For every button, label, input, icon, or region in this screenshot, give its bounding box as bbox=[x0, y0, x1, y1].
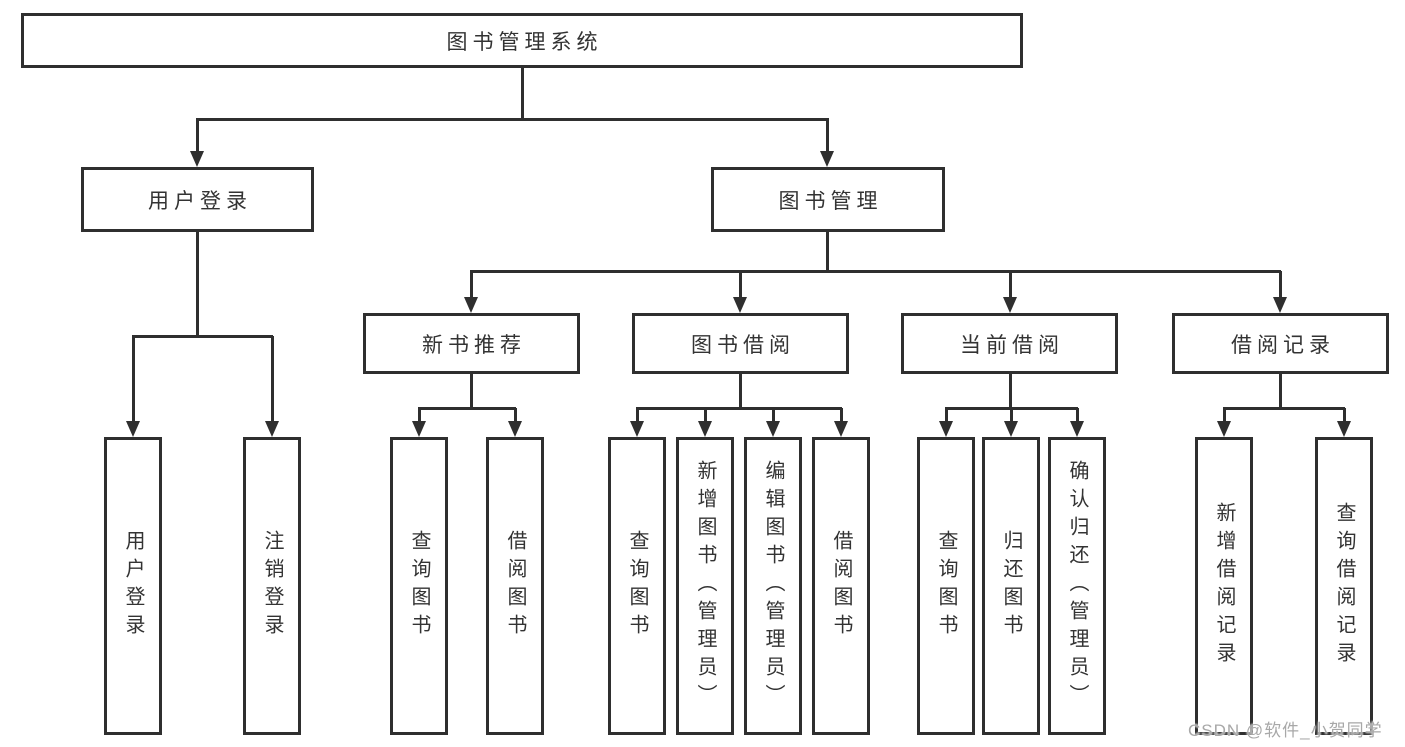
node-bb-query-book-label: 查询图书 bbox=[626, 530, 648, 642]
connector-stem-bb-query bbox=[636, 408, 639, 431]
node-nbr-borrow-book-label: 借阅图书 bbox=[504, 530, 526, 642]
arrow-into-cb-confirm-icon bbox=[1070, 421, 1084, 437]
connector-book-borrow-split bbox=[636, 407, 842, 410]
node-br-query-record-label: 查询借阅记录 bbox=[1333, 502, 1355, 670]
connector-user-login-stem bbox=[196, 232, 199, 336]
arrow-into-user-login-icon bbox=[190, 151, 204, 167]
node-bb-edit-book: 编辑图书（管理员） bbox=[744, 437, 802, 735]
connector-stem-book-mgmt bbox=[826, 119, 829, 161]
csdn-watermark: CSDN @软件_小贺同学 bbox=[1188, 721, 1383, 740]
connector-stem-bb-edit bbox=[772, 408, 775, 431]
node-bb-edit-book-label: 编辑图书（管理员） bbox=[762, 460, 784, 712]
connector-stem-current-borrow bbox=[1009, 271, 1012, 307]
node-bb-borrow-book: 借阅图书 bbox=[812, 437, 870, 735]
node-bb-add-book-label: 新增图书（管理员） bbox=[694, 460, 716, 712]
node-book-borrow: 图书借阅 bbox=[632, 313, 849, 374]
connector-stem-bb-add bbox=[704, 408, 707, 431]
node-cb-return-book: 归还图书 bbox=[982, 437, 1040, 735]
node-book-borrow-label: 图书借阅 bbox=[691, 333, 795, 357]
connector-user-login-split bbox=[132, 335, 273, 338]
connector-new-book-rec-stem bbox=[470, 374, 473, 408]
arrow-into-ul-login-icon bbox=[126, 421, 140, 437]
node-new-book-rec: 新书推荐 bbox=[363, 313, 580, 374]
node-cb-confirm-return-label: 确认归还（管理员） bbox=[1066, 460, 1088, 712]
arrow-into-bb-edit-icon bbox=[766, 421, 780, 437]
arrow-into-cb-query-icon bbox=[939, 421, 953, 437]
arrow-into-borrow-records-icon bbox=[1273, 297, 1287, 313]
node-nbr-borrow-book: 借阅图书 bbox=[486, 437, 544, 735]
node-user-login: 用户登录 bbox=[81, 167, 314, 232]
connector-stem-borrow-records bbox=[1279, 271, 1282, 307]
connector-new-book-rec-split bbox=[418, 407, 516, 410]
connector-borrow-records-split bbox=[1223, 407, 1345, 410]
node-ul-login: 用户登录 bbox=[104, 437, 162, 735]
node-ul-logout-label: 注销登录 bbox=[261, 530, 283, 642]
connector-stem-cb-return bbox=[1010, 408, 1013, 431]
arrow-into-bb-add-icon bbox=[698, 421, 712, 437]
arrow-into-ul-logout-icon bbox=[265, 421, 279, 437]
node-book-mgmt: 图书管理 bbox=[711, 167, 945, 232]
node-nbr-query-book: 查询图书 bbox=[390, 437, 448, 735]
connector-book-mgmt-stem bbox=[826, 232, 829, 271]
node-book-mgmt-label: 图书管理 bbox=[778, 189, 883, 213]
connector-stem-cb-query bbox=[945, 408, 948, 431]
connector-book-mgmt-split bbox=[470, 270, 1281, 273]
node-cb-confirm-return: 确认归还（管理员） bbox=[1048, 437, 1106, 735]
arrow-into-bb-borrow-icon bbox=[834, 421, 848, 437]
connector-borrow-records-stem bbox=[1279, 374, 1282, 408]
connector-root-split bbox=[196, 118, 829, 121]
arrow-into-book-borrow-icon bbox=[733, 297, 747, 313]
node-bb-borrow-book-label: 借阅图书 bbox=[830, 530, 852, 642]
node-br-query-record: 查询借阅记录 bbox=[1315, 437, 1373, 735]
connector-stem-ul-logout bbox=[271, 336, 274, 431]
arrow-into-current-borrow-icon bbox=[1003, 297, 1017, 313]
connector-stem-bb-borrow bbox=[840, 408, 843, 431]
arrow-into-cb-return-icon bbox=[1004, 421, 1018, 437]
node-nbr-query-book-label: 查询图书 bbox=[408, 530, 430, 642]
connector-stem-user-login bbox=[196, 119, 199, 161]
connector-stem-nbr-borrow bbox=[514, 408, 517, 431]
node-user-login-label: 用户登录 bbox=[148, 189, 252, 213]
node-ul-login-label: 用户登录 bbox=[122, 530, 144, 642]
connector-current-borrow-stem bbox=[1009, 374, 1012, 408]
arrow-into-nbr-borrow-icon bbox=[508, 421, 522, 437]
arrow-into-new-book-rec-icon bbox=[464, 297, 478, 313]
node-root-label: 图书管理系统 bbox=[446, 30, 603, 54]
node-current-borrow: 当前借阅 bbox=[901, 313, 1118, 374]
node-bb-query-book: 查询图书 bbox=[608, 437, 666, 735]
node-cb-return-book-label: 归还图书 bbox=[1000, 530, 1022, 642]
arrow-into-book-mgmt-icon bbox=[820, 151, 834, 167]
node-borrow-records: 借阅记录 bbox=[1172, 313, 1389, 374]
node-current-borrow-label: 当前借阅 bbox=[960, 333, 1064, 357]
node-br-add-record: 新增借阅记录 bbox=[1195, 437, 1253, 735]
node-borrow-records-label: 借阅记录 bbox=[1231, 333, 1335, 357]
node-cb-query-book: 查询图书 bbox=[917, 437, 975, 735]
node-bb-add-book: 新增图书（管理员） bbox=[676, 437, 734, 735]
arrow-into-bb-query-icon bbox=[630, 421, 644, 437]
connector-stem-ul-login bbox=[132, 336, 135, 431]
connector-stem-new-book-rec bbox=[470, 271, 473, 307]
connector-stem-br-query bbox=[1343, 408, 1346, 431]
arrow-into-nbr-query-icon bbox=[412, 421, 426, 437]
node-new-book-rec-label: 新书推荐 bbox=[422, 333, 526, 357]
arrow-into-br-query-icon bbox=[1337, 421, 1351, 437]
node-br-add-record-label: 新增借阅记录 bbox=[1213, 502, 1235, 670]
connector-root-stem bbox=[521, 68, 524, 119]
connector-stem-cb-confirm bbox=[1076, 408, 1079, 431]
arrow-into-br-add-icon bbox=[1217, 421, 1231, 437]
node-root: 图书管理系统 bbox=[21, 13, 1023, 68]
node-cb-query-book-label: 查询图书 bbox=[935, 530, 957, 642]
connector-stem-book-borrow bbox=[739, 271, 742, 307]
connector-book-borrow-stem bbox=[739, 374, 742, 408]
node-ul-logout: 注销登录 bbox=[243, 437, 301, 735]
connector-stem-nbr-query bbox=[418, 408, 421, 431]
connector-stem-br-add bbox=[1223, 408, 1226, 431]
